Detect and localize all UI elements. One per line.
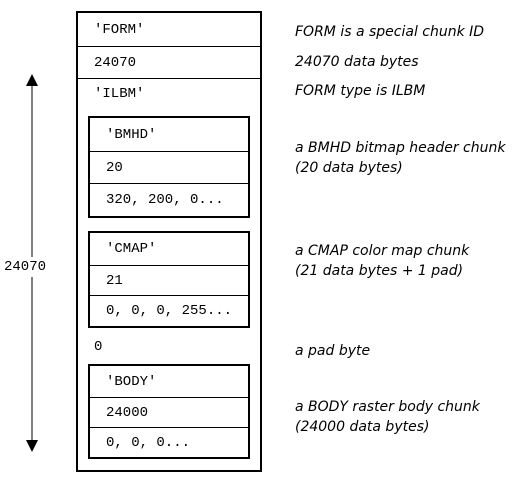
form-type-row: 'ILBM': [78, 79, 260, 109]
annotation-bmhd-line2: (20 data bytes): [295, 160, 403, 176]
size-arrow-label: 24070: [4, 257, 47, 277]
annotation-form-id: FORM is a special chunk ID: [295, 24, 485, 40]
annotation-body-line1: a BODY raster body chunk: [295, 399, 480, 415]
form-id-row: 'FORM': [78, 13, 260, 47]
bmhd-id-text: 'BMHD': [106, 126, 157, 143]
bmhd-id-row: 'BMHD': [90, 118, 248, 152]
body-id-text: 'BODY': [106, 373, 157, 390]
cmap-size-text: 21: [106, 272, 123, 289]
body-size-text: 24000: [106, 404, 149, 421]
cmap-size-row: 21: [90, 266, 248, 296]
annotation-bmhd: a BMHD bitmap header chunk (20 data byte…: [295, 138, 506, 178]
annotation-cmap: a CMAP color map chunk (21 data bytes + …: [295, 241, 469, 281]
pad-byte-row: 0: [78, 335, 260, 359]
arrow-down-icon: [26, 440, 38, 452]
cmap-data-text: 0, 0, 0, 255...: [106, 303, 233, 319]
size-arrow-label-text: 24070: [4, 259, 47, 275]
form-type-text: 'ILBM': [94, 86, 145, 102]
bmhd-size-text: 20: [106, 159, 123, 176]
cmap-data-row: 0, 0, 0, 255...: [90, 296, 248, 326]
bmhd-size-row: 20: [90, 152, 248, 184]
form-size-text: 24070: [94, 54, 137, 71]
form-chunk-box: 'FORM' 24070 'ILBM' 0: [76, 11, 262, 472]
body-data-row: 0, 0, 0...: [90, 428, 248, 458]
body-id-row: 'BODY': [90, 366, 248, 398]
body-size-row: 24000: [90, 398, 248, 428]
annotation-bmhd-line1: a BMHD bitmap header chunk: [295, 140, 506, 156]
body-chunk-box: 'BODY' 24000 0, 0, 0...: [88, 364, 250, 459]
annotation-body: a BODY raster body chunk (24000 data byt…: [295, 397, 480, 437]
annotation-cmap-line1: a CMAP color map chunk: [295, 243, 470, 259]
bmhd-data-text: 320, 200, 0...: [106, 192, 224, 208]
annotation-form-type: FORM type is ILBM: [295, 83, 426, 99]
bmhd-data-row: 320, 200, 0...: [90, 184, 248, 216]
cmap-chunk-box: 'CMAP' 21 0, 0, 0, 255...: [88, 231, 250, 328]
form-id-text: 'FORM': [94, 21, 145, 38]
annotation-cmap-line2: (21 data bytes + 1 pad): [295, 263, 464, 279]
body-data-text: 0, 0, 0...: [106, 435, 191, 451]
cmap-id-row: 'CMAP': [90, 233, 248, 266]
annotation-pad: a pad byte: [295, 343, 371, 359]
cmap-id-text: 'CMAP': [106, 241, 157, 257]
bmhd-chunk-box: 'BMHD' 20 320, 200, 0...: [88, 116, 250, 218]
annotation-form-size: 24070 data bytes: [295, 54, 419, 70]
annotation-body-line2: (24000 data bytes): [295, 419, 430, 435]
arrow-up-icon: [26, 74, 38, 86]
pad-byte-text: 0: [94, 339, 103, 355]
form-size-row: 24070: [78, 47, 260, 79]
